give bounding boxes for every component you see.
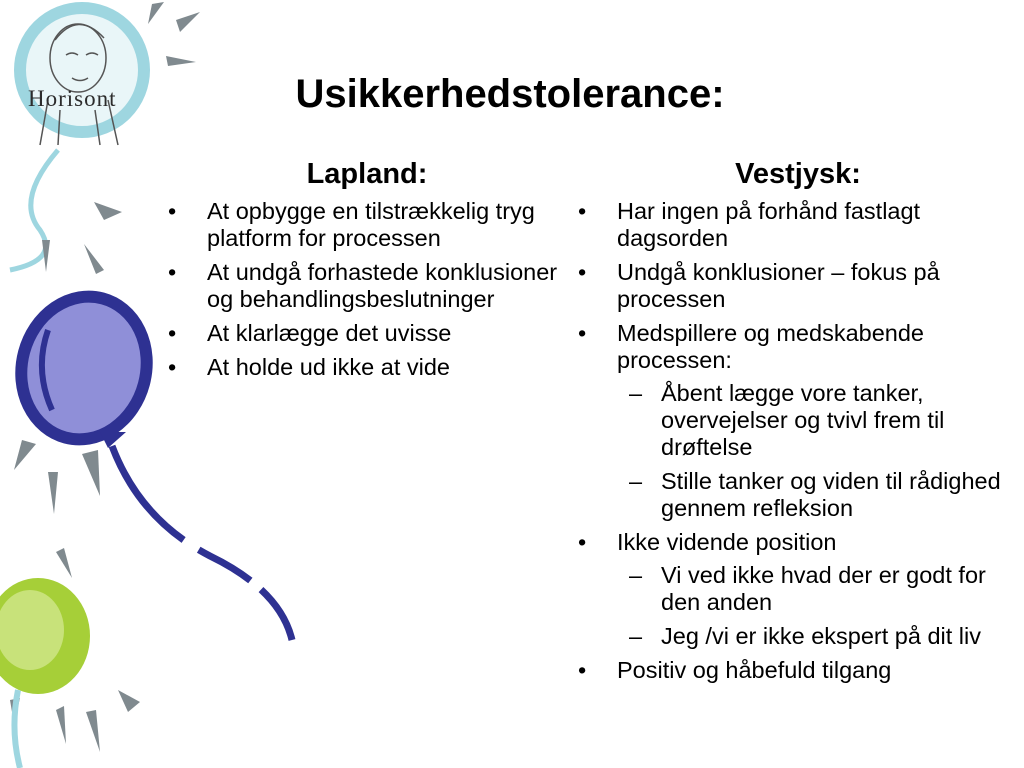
purple-balloon-knot <box>100 432 126 448</box>
lapland-item-text: At holde ud ikke at vide <box>207 354 450 380</box>
dash-icon: – <box>629 380 643 406</box>
green-balloon-inner <box>0 590 64 670</box>
vestjysk-item-text: Medspillere og medskabende processen: <box>617 320 924 373</box>
vestjysk-sublist: –Åbent lægge vore tanker, overvejelser o… <box>617 380 1024 522</box>
lapland-heading: Lapland: <box>306 158 428 190</box>
bullet-icon: • <box>578 198 587 224</box>
lapland-item-text: At opbygge en tilstrækkelig tryg platfor… <box>207 198 535 251</box>
vestjysk-list: • Har ingen på forhånd fastlagt dagsorden… <box>572 198 1024 684</box>
vestjysk-subitem: –Åbent lægge vore tanker, overvejelser o… <box>617 380 1024 461</box>
lapland-item: • At undgå forhastede konklusioner og beh… <box>162 259 562 313</box>
vestjysk-subitem-text: Stille tanker og viden til rådighed genn… <box>661 468 1001 521</box>
green-balloon-string <box>11 689 23 768</box>
vestjysk-sublist: –Vi ved ikke hvad der er godt for den an… <box>617 562 1024 650</box>
vestjysk-item: • Medspillere og medskabende processen: –Å… <box>572 320 1024 522</box>
lapland-item-text: At undgå forhastede konklusioner og beha… <box>207 259 558 312</box>
bullet-icon: • <box>578 657 587 683</box>
vestjysk-subitem-text: Vi ved ikke hvad der er godt for den and… <box>661 562 986 615</box>
bullet-icon: • <box>168 198 177 224</box>
light-blue-balloon <box>14 2 150 138</box>
vestjysk-subitem: –Jeg /vi er ikke ekspert på dit liv <box>617 623 1024 650</box>
vestjysk-item-text: Har ingen på forhånd fastlagt dagsorden <box>617 198 921 251</box>
dash-icon: – <box>629 623 643 649</box>
vestjysk-item-text: Ikke vidende position <box>617 529 837 555</box>
lapland-item: • At klarlægge det uvisse <box>162 320 562 347</box>
vestjysk-item: • Ikke vidende position –Vi ved ikke hvad … <box>572 529 1024 650</box>
lapland-column: Lapland: • At opbygge en tilstrækkelig tr… <box>162 158 562 388</box>
logo-figure-icon <box>39 23 119 146</box>
vestjysk-item-text: Undgå konklusioner – fokus på processen <box>617 259 940 312</box>
vestjysk-item: • Positiv og håbefuld tilgang <box>572 657 1024 684</box>
lapland-list: • At opbygge en tilstrækkelig tryg platfo… <box>162 198 562 381</box>
vestjysk-subitem-text: Åbent lægge vore tanker, overvejelser og… <box>661 380 945 460</box>
vestjysk-subitem: –Stille tanker og viden til rådighed gen… <box>617 468 1024 522</box>
purple-balloon-highlight <box>38 329 55 412</box>
lapland-item: • At holde ud ikke at vide <box>162 354 562 381</box>
vestjysk-item: • Undgå konklusioner – fokus på processen <box>572 259 1024 313</box>
bullet-icon: • <box>168 354 177 380</box>
vestjysk-item-text: Positiv og håbefuld tilgang <box>617 657 892 683</box>
lapland-item: • At opbygge en tilstrækkelig tryg platfo… <box>162 198 562 252</box>
bullet-icon: • <box>168 259 177 285</box>
dash-icon: – <box>629 562 643 588</box>
purple-balloon-string <box>108 444 296 641</box>
vestjysk-heading: Vestjysk: <box>735 158 861 190</box>
vestjysk-subitem-text: Jeg /vi er ikke ekspert på dit liv <box>661 623 981 649</box>
vestjysk-column: Vestjysk: • Har ingen på forhånd fastlagt… <box>572 158 1024 691</box>
dash-icon: – <box>629 468 643 494</box>
light-blue-balloon-string <box>9 148 60 273</box>
bullet-icon: • <box>578 259 587 285</box>
vestjysk-item: • Har ingen på forhånd fastlagt dagsorden <box>572 198 1024 252</box>
bullet-icon: • <box>168 320 177 346</box>
horisont-logo: Horisont <box>28 86 117 111</box>
bullet-icon: • <box>578 320 587 346</box>
bullet-icon: • <box>578 529 587 555</box>
vestjysk-subitem: –Vi ved ikke hvad der er godt for den an… <box>617 562 1024 616</box>
lapland-item-text: At klarlægge det uvisse <box>207 320 452 346</box>
ray-decorations <box>10 2 200 752</box>
slide-title: Usikkerhedstolerance: <box>295 72 725 116</box>
purple-balloon <box>15 290 153 446</box>
